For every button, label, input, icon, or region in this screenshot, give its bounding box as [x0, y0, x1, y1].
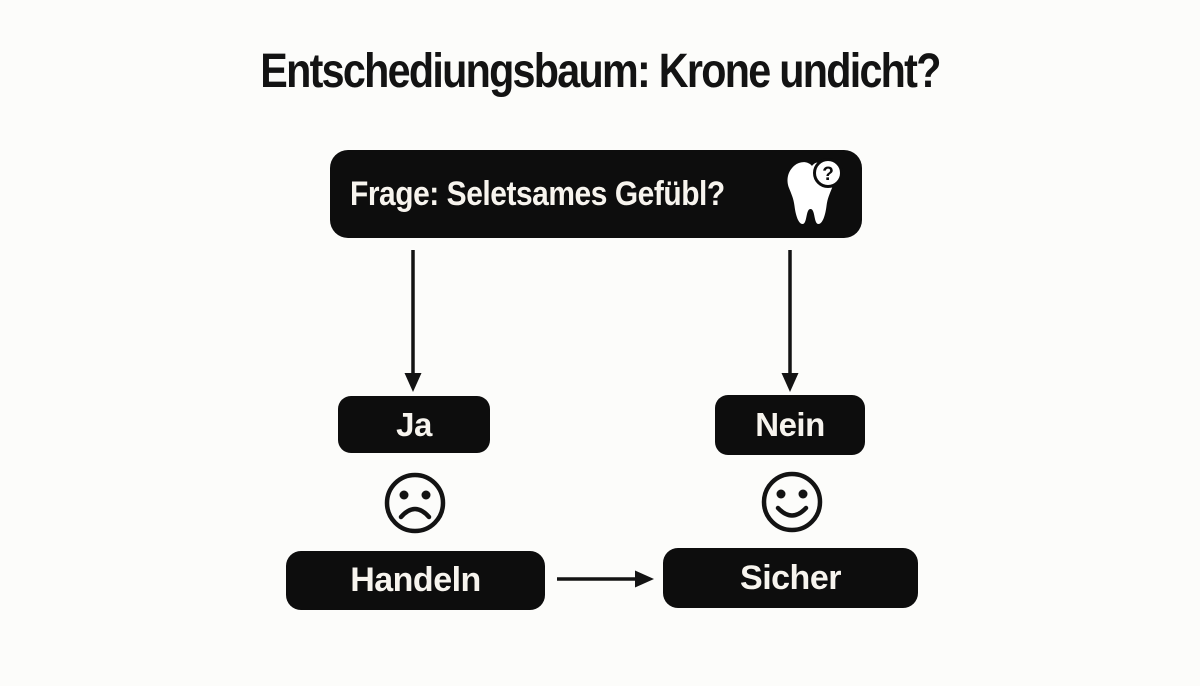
page-title: Entschediungsbaum: Krone undicht? [260, 45, 941, 98]
outcome-sicher-node: Sicher [663, 548, 918, 608]
question-node: Frage: Seletsames Gefübl? ? [330, 150, 862, 238]
arrow-question-to-ja [404, 250, 422, 392]
smiley-face-icon [761, 471, 823, 533]
question-label: Frage: Seletsames Gefübl? [350, 174, 725, 213]
branch-ja-node: Ja [338, 396, 490, 453]
outcome-handeln-label: Handeln [350, 561, 481, 599]
branch-nein-label: Nein [755, 406, 825, 443]
outcome-sicher-label: Sicher [740, 558, 841, 597]
arrow-handeln-to-sicher [557, 570, 654, 588]
tooth-question-icon: ? [787, 158, 843, 224]
branch-nein-node: Nein [715, 395, 865, 455]
branch-ja-label: Ja [396, 405, 432, 443]
sad-face-icon [384, 472, 446, 534]
outcome-handeln-node: Handeln [286, 551, 545, 610]
tooth-badge-question-mark: ? [822, 164, 834, 185]
arrow-question-to-nein [781, 250, 799, 392]
